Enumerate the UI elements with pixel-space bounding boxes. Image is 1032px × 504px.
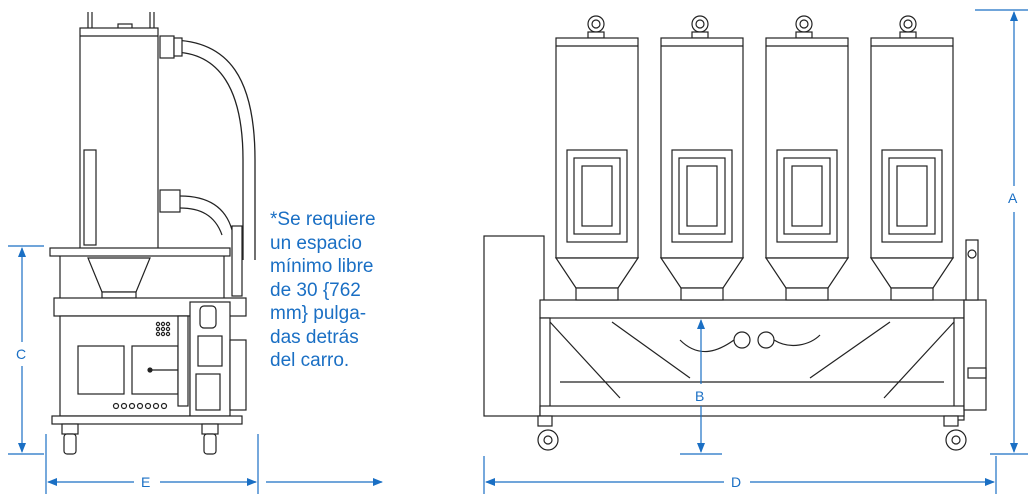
note-line: das detrás	[270, 326, 359, 348]
dimension-lines	[8, 9, 1028, 494]
hopper-unit	[764, 15, 850, 301]
hopper-unit	[554, 15, 640, 301]
note-line: mínimo libre	[270, 256, 374, 277]
dimension-label-d: D	[731, 474, 741, 490]
side-view	[49, 12, 256, 455]
clearance-note: *Se requiere un espacio mínimo libre de …	[270, 208, 420, 373]
dimension-label-a: A	[1008, 190, 1018, 206]
dimension-label-c: C	[16, 346, 26, 362]
note-line: del carro.	[270, 350, 350, 371]
note-line: de 30 {762	[270, 279, 361, 301]
hopper-unit	[869, 15, 955, 301]
note-line: un espacio	[270, 232, 362, 254]
dimension-label-e: E	[141, 474, 150, 490]
dimension-label-b: B	[695, 388, 704, 404]
note-line: *Se requiere	[270, 209, 376, 230]
hopper-unit	[659, 15, 745, 301]
front-view	[483, 15, 987, 451]
note-line: mm} pulga-	[270, 303, 367, 324]
